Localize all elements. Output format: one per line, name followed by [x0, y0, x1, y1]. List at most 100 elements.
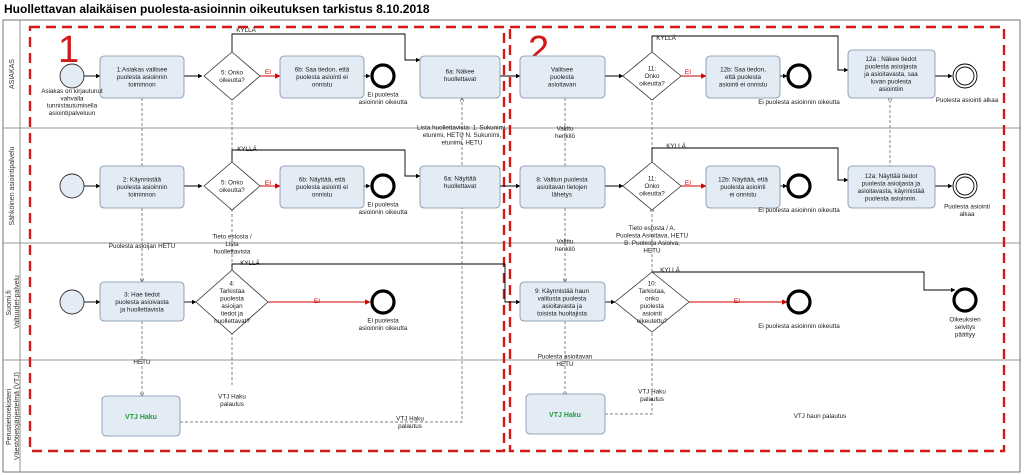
end-event-puolesta-asiointi-alkaa-2: [952, 173, 978, 199]
task-7: [519, 55, 606, 99]
section-1-frame: [28, 25, 506, 453]
task-12b-asiakas: [705, 55, 781, 99]
gateway-4: [195, 269, 269, 335]
label-kylla-4: KYLLÄ: [656, 34, 676, 42]
task-1: [99, 55, 185, 99]
label-ei-6: EI: [734, 298, 740, 305]
start-event-asiakas: [59, 63, 85, 89]
label-kylla-2: KYLLÄ: [237, 145, 257, 153]
pool: [2, 19, 1021, 473]
label-kylla-1: KYLLÄ: [236, 26, 256, 34]
lane-label-valtuudet-1: Suomi.fi: [6, 290, 13, 316]
task-2: [99, 165, 185, 209]
lane-label-asiakas: ASIAKAS: [9, 59, 16, 89]
gateway-10: [614, 271, 690, 333]
start-event-asiointipalvelu: [59, 173, 85, 199]
gateway-11-asiointipalvelu: [622, 161, 682, 211]
lane-label-vtj-1: Perustietorekisteri: [6, 389, 13, 445]
task-vtj-haku-2-label: VTJ Haku: [549, 412, 581, 419]
lane-label-asiointipalvelu: Sähköinen asiointipalvelu: [9, 146, 16, 225]
lane-label-vtj: Perustietorekisteri Väestötietojärjestel…: [6, 372, 21, 460]
end-event-puolesta-asiointi-alkaa-1-label: Puolesta asiointi alkaa: [936, 97, 999, 104]
label-ei-1: EI: [265, 69, 271, 76]
end-event-ei-oikeutta-1: [370, 63, 396, 89]
end-event-ei-oikeutta-5-label: Ei puolesta asioinnin oikeutta: [758, 207, 840, 214]
sequence-flows: [84, 33, 956, 305]
label-puolesta-asioijan-hetu: Puolesta asioijan HETU: [109, 243, 176, 250]
task-vtj-haku-1: [101, 395, 181, 437]
task-12a-asiointipalvelu: [847, 165, 936, 209]
end-event-ei-oikeutta-3: [370, 289, 396, 315]
end-event-ei-oikeutta-6-label: Ei puolesta asioinnin oikeutta: [758, 323, 840, 330]
label-kylla-3: KYLLÄ: [240, 259, 260, 267]
lane-label-valtuudet: Suomi.fi Valtuudet-palvelu: [6, 275, 21, 329]
message-flows: [142, 94, 890, 423]
label-lista-huollettavista: Lista huollettavista: 1. Sukunimi,etunim…: [417, 125, 507, 147]
label-tieto-estosta-2: Tieto estosta / A.Puolesta Asioitava, HE…: [616, 225, 689, 255]
lane-label-valtuudet-2: Valtuudet-palvelu: [14, 275, 21, 329]
label-ei-2: EI: [265, 180, 271, 187]
task-12b-asiointipalvelu: [705, 165, 781, 209]
section-2-frame: [508, 25, 1006, 453]
end-event-ei-oikeutta-4: [786, 63, 812, 89]
task-3: [99, 281, 185, 322]
task-6a-asiointipalvelu: [419, 165, 501, 209]
label-kylla-6: KYLLÄ: [660, 266, 680, 274]
label-vtj-haun-palautus: VTJ haun palautus: [794, 413, 847, 420]
task-vtj-haku-2: [525, 393, 606, 435]
label-ei-4: EI: [685, 69, 691, 76]
end-event-ei-oikeutta-6: [786, 289, 812, 315]
section-1-number: 1: [58, 29, 79, 71]
end-event-ei-oikeutta-5: [786, 173, 812, 199]
gateway-11-asiakas: [622, 51, 682, 101]
label-ei-5: EI: [685, 180, 691, 187]
end-event-ei-oikeutta-4-label: Ei puolesta asioinnin oikeutta: [758, 99, 840, 106]
start-event-valtuudet: [59, 289, 85, 315]
gateway-5-asiakas: [203, 51, 261, 101]
lane-label-vtj-2: Väestötietojärjestelmä (VTJ): [14, 372, 21, 460]
task-6b-asiointipalvelu: [279, 165, 365, 209]
diagram-title: Huollettavan alaikäisen puolesta-asioinn…: [4, 2, 430, 16]
end-event-ei-oikeutta-2: [370, 173, 396, 199]
task-9: [519, 281, 606, 322]
label-ei-3: EI: [314, 298, 320, 305]
task-6a-asiakas: [419, 55, 501, 99]
task-vtj-haku-1-label: VTJ Haku: [125, 414, 157, 421]
label-kylla-5: KYLLÄ: [666, 142, 686, 150]
gateway-5-asiointipalvelu: [203, 161, 261, 211]
task-6b-asiakas: [279, 55, 365, 99]
task-8: [519, 165, 606, 209]
